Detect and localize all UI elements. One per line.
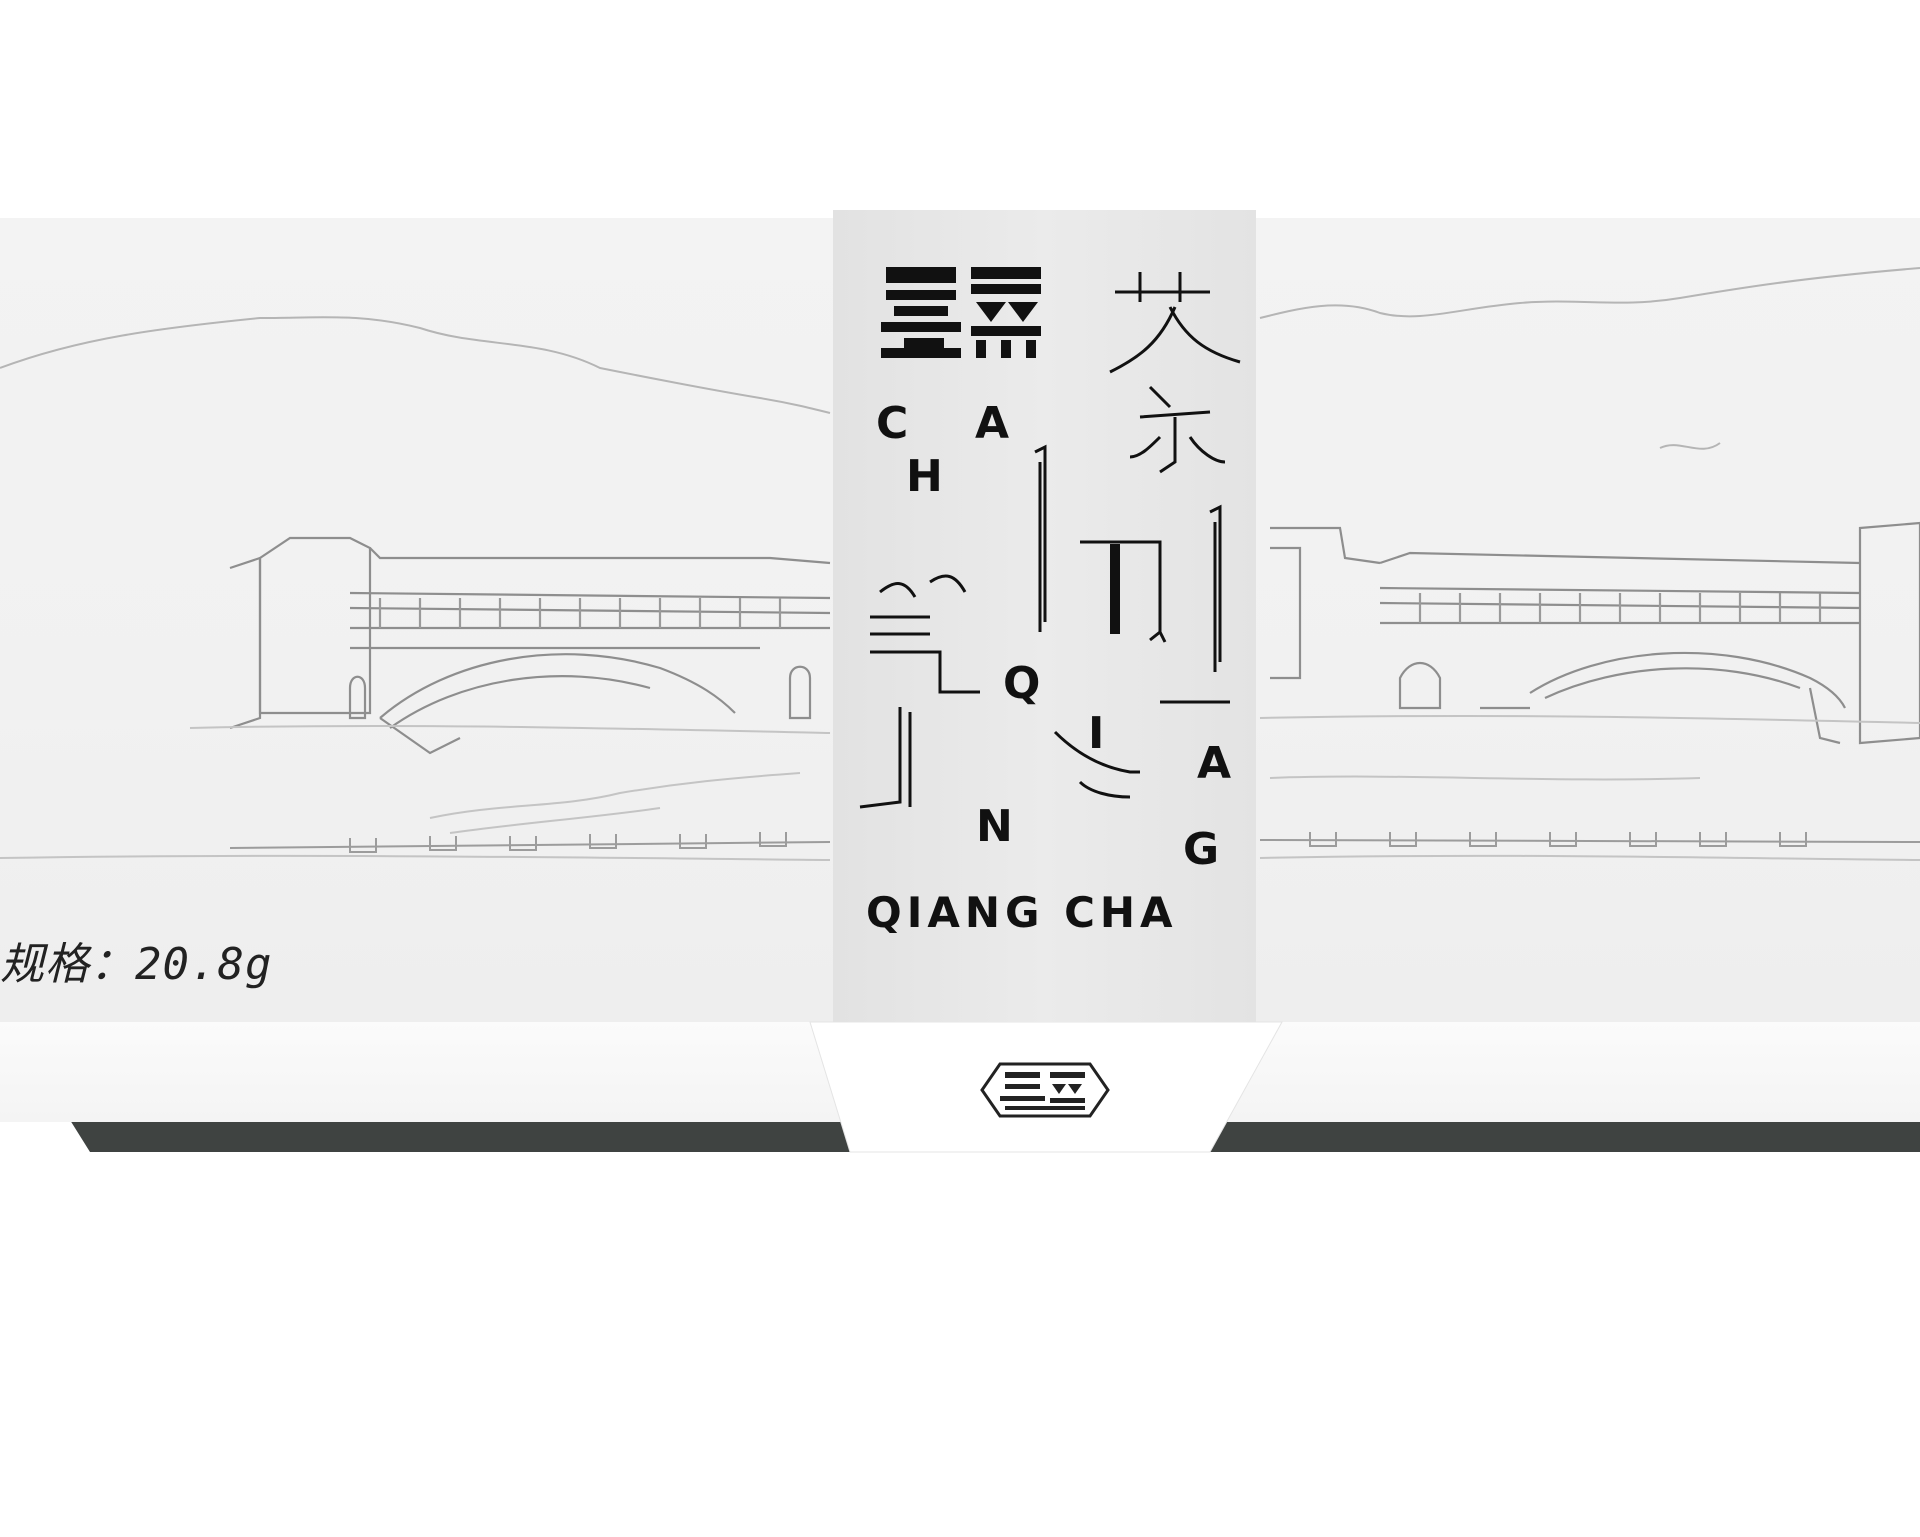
qiang-cha-calligraphy-icon bbox=[859, 272, 1241, 809]
sleeve-letter-h: H bbox=[906, 451, 943, 502]
box-front-face bbox=[0, 1022, 1920, 1122]
sleeve-letter-a2: A bbox=[1197, 738, 1232, 789]
company-seal-icon bbox=[980, 1062, 1110, 1118]
sleeve-letter-a: A bbox=[975, 398, 1010, 449]
spec-label: 规格：20.8g bbox=[0, 939, 273, 990]
sleeve-letter-i: I bbox=[1088, 708, 1105, 759]
sleeve-letter-c: C bbox=[876, 398, 909, 449]
sleeve-tagline: QIANG CHA bbox=[866, 888, 1178, 937]
sleeve-letter-q: Q bbox=[1003, 658, 1041, 709]
sleeve-letter-g: G bbox=[1183, 824, 1220, 875]
bridge-sketch-illustration bbox=[0, 267, 1920, 861]
qiang-fortress-logo-icon bbox=[881, 267, 1041, 358]
sleeve-letter-n: N bbox=[976, 801, 1013, 852]
